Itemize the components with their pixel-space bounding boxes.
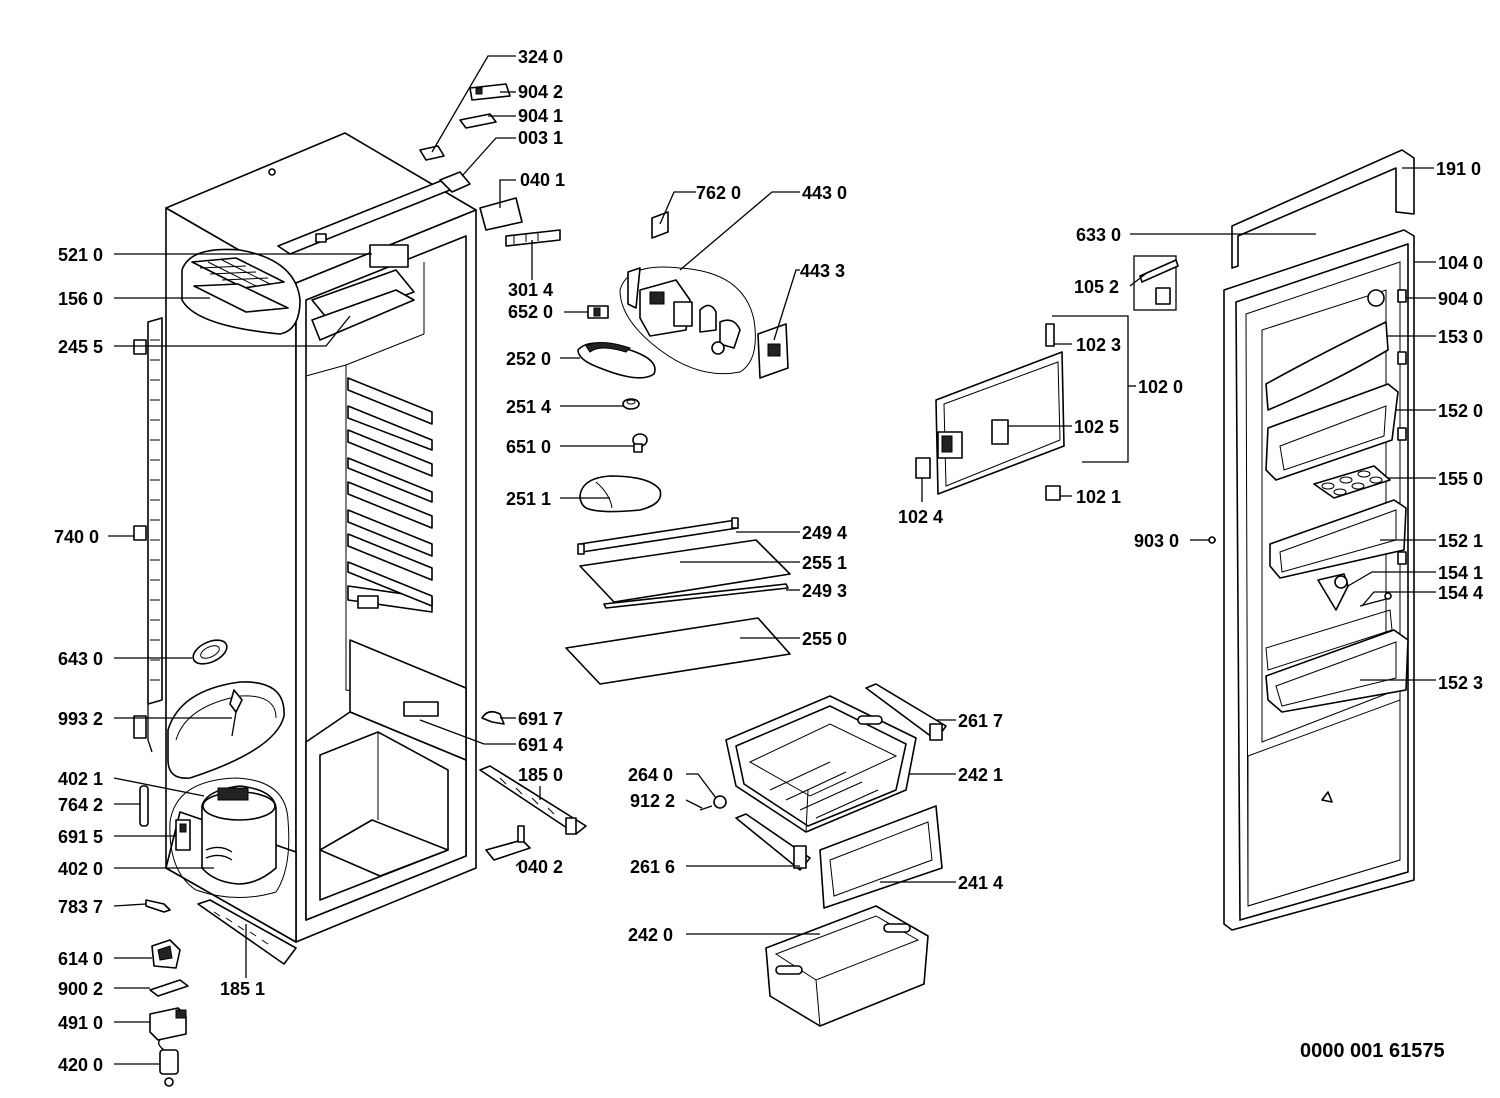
filter-drier-764	[139, 785, 149, 827]
label-154-4: 154 4	[1438, 583, 1483, 603]
label-614-0: 614 0	[58, 949, 103, 969]
label-102-1: 102 1	[1076, 487, 1121, 507]
label-152-1: 152 1	[1438, 531, 1483, 551]
part-900	[149, 979, 189, 997]
label-420-0: 420 0	[58, 1055, 103, 1075]
rail-185-1	[197, 899, 297, 965]
label-249-4: 249 4	[802, 523, 847, 543]
label-261-7: 261 7	[958, 711, 1003, 731]
label-633-0: 633 0	[1076, 225, 1121, 245]
right-side-parts	[479, 710, 587, 861]
part-443-3	[757, 323, 789, 379]
part-251-4	[622, 398, 640, 410]
label-402-1: 402 1	[58, 769, 103, 789]
thermostat-group-443	[619, 266, 756, 375]
label-904-1: 904 1	[518, 106, 563, 126]
label-255-1: 255 1	[802, 553, 847, 573]
label-104-0: 104 0	[1438, 253, 1483, 273]
label-443-0: 443 0	[802, 183, 847, 203]
label-102-5: 102 5	[1074, 417, 1119, 437]
side-heater-strip	[133, 317, 163, 753]
label-102-4: 102 4	[898, 507, 943, 527]
label-762-0: 762 0	[696, 183, 741, 203]
label-102-0: 102 0	[1138, 377, 1183, 397]
label-251-1: 251 1	[506, 489, 551, 509]
label-191-0: 191 0	[1436, 159, 1481, 179]
lamp-651	[632, 433, 648, 453]
part-labels: 324 0 904 2 904 1 003 1 040 1 301 4 652 …	[54, 47, 1483, 1075]
label-102-3: 102 3	[1076, 335, 1121, 355]
label-241-4: 241 4	[958, 873, 1003, 893]
label-152-3: 152 3	[1438, 673, 1483, 693]
label-491-0: 491 0	[58, 1013, 103, 1033]
label-040-2: 040 2	[518, 857, 563, 877]
label-185-1: 185 1	[220, 979, 265, 999]
label-105-2: 105 2	[1074, 277, 1119, 297]
compressor-group	[169, 777, 290, 898]
label-691-5: 691 5	[58, 827, 103, 847]
label-643-0: 643 0	[58, 649, 103, 669]
label-651-0: 651 0	[506, 437, 551, 457]
label-521-0: 521 0	[58, 245, 103, 265]
leader-lines	[108, 55, 1436, 1065]
label-904-2: 904 2	[518, 82, 563, 102]
label-652-0: 652 0	[508, 302, 553, 322]
label-261-6: 261 6	[630, 857, 675, 877]
crisper-drawers	[699, 683, 947, 1027]
label-912-2: 912 2	[630, 791, 675, 811]
drain-cover-643	[192, 639, 228, 665]
label-155-0: 155 0	[1438, 469, 1483, 489]
label-252-0: 252 0	[506, 349, 551, 369]
label-003-1: 003 1	[518, 128, 563, 148]
glass-shelves	[565, 517, 791, 685]
hinge-parts-top	[419, 83, 561, 247]
label-402-0: 402 0	[58, 859, 103, 879]
label-904-0: 904 0	[1438, 289, 1483, 309]
label-242-0: 242 0	[628, 925, 673, 945]
part-491	[149, 1007, 187, 1041]
label-153-0: 153 0	[1438, 327, 1483, 347]
label-249-3: 249 3	[802, 581, 847, 601]
label-264-0: 264 0	[628, 765, 673, 785]
part-614	[151, 939, 181, 969]
label-900-2: 900 2	[58, 979, 103, 999]
label-324-0: 324 0	[518, 47, 563, 67]
part-783	[145, 899, 171, 913]
label-764-2: 764 2	[58, 795, 103, 815]
label-903-0: 903 0	[1134, 531, 1179, 551]
label-040-1: 040 1	[520, 170, 565, 190]
label-301-4: 301 4	[508, 280, 553, 300]
label-443-3: 443 3	[800, 261, 845, 281]
label-242-1: 242 1	[958, 765, 1003, 785]
label-740-0: 740 0	[54, 527, 99, 547]
lamp-cover-252	[577, 342, 656, 379]
label-251-4: 251 4	[506, 397, 551, 417]
ice-tray-assembly	[181, 248, 301, 335]
hinge-105	[1133, 255, 1179, 311]
label-185-0: 185 0	[518, 765, 563, 785]
label-152-0: 152 0	[1438, 401, 1483, 421]
label-691-7: 691 7	[518, 709, 563, 729]
drawing-code: 0000 001 61575	[1300, 1040, 1445, 1062]
label-156-0: 156 0	[58, 289, 103, 309]
label-255-0: 255 0	[802, 629, 847, 649]
part-251-1	[579, 475, 662, 513]
label-245-5: 245 5	[58, 337, 103, 357]
label-691-4: 691 4	[518, 735, 563, 755]
label-993-2: 993 2	[58, 709, 103, 729]
label-154-1: 154 1	[1438, 563, 1483, 583]
freezer-door-102	[915, 323, 1065, 501]
part-652	[587, 305, 609, 319]
part-420	[158, 1039, 179, 1087]
part-762	[651, 211, 669, 239]
screw-903	[1204, 536, 1216, 544]
evaporation-tray-993	[167, 681, 285, 779]
label-783-7: 783 7	[58, 897, 103, 917]
